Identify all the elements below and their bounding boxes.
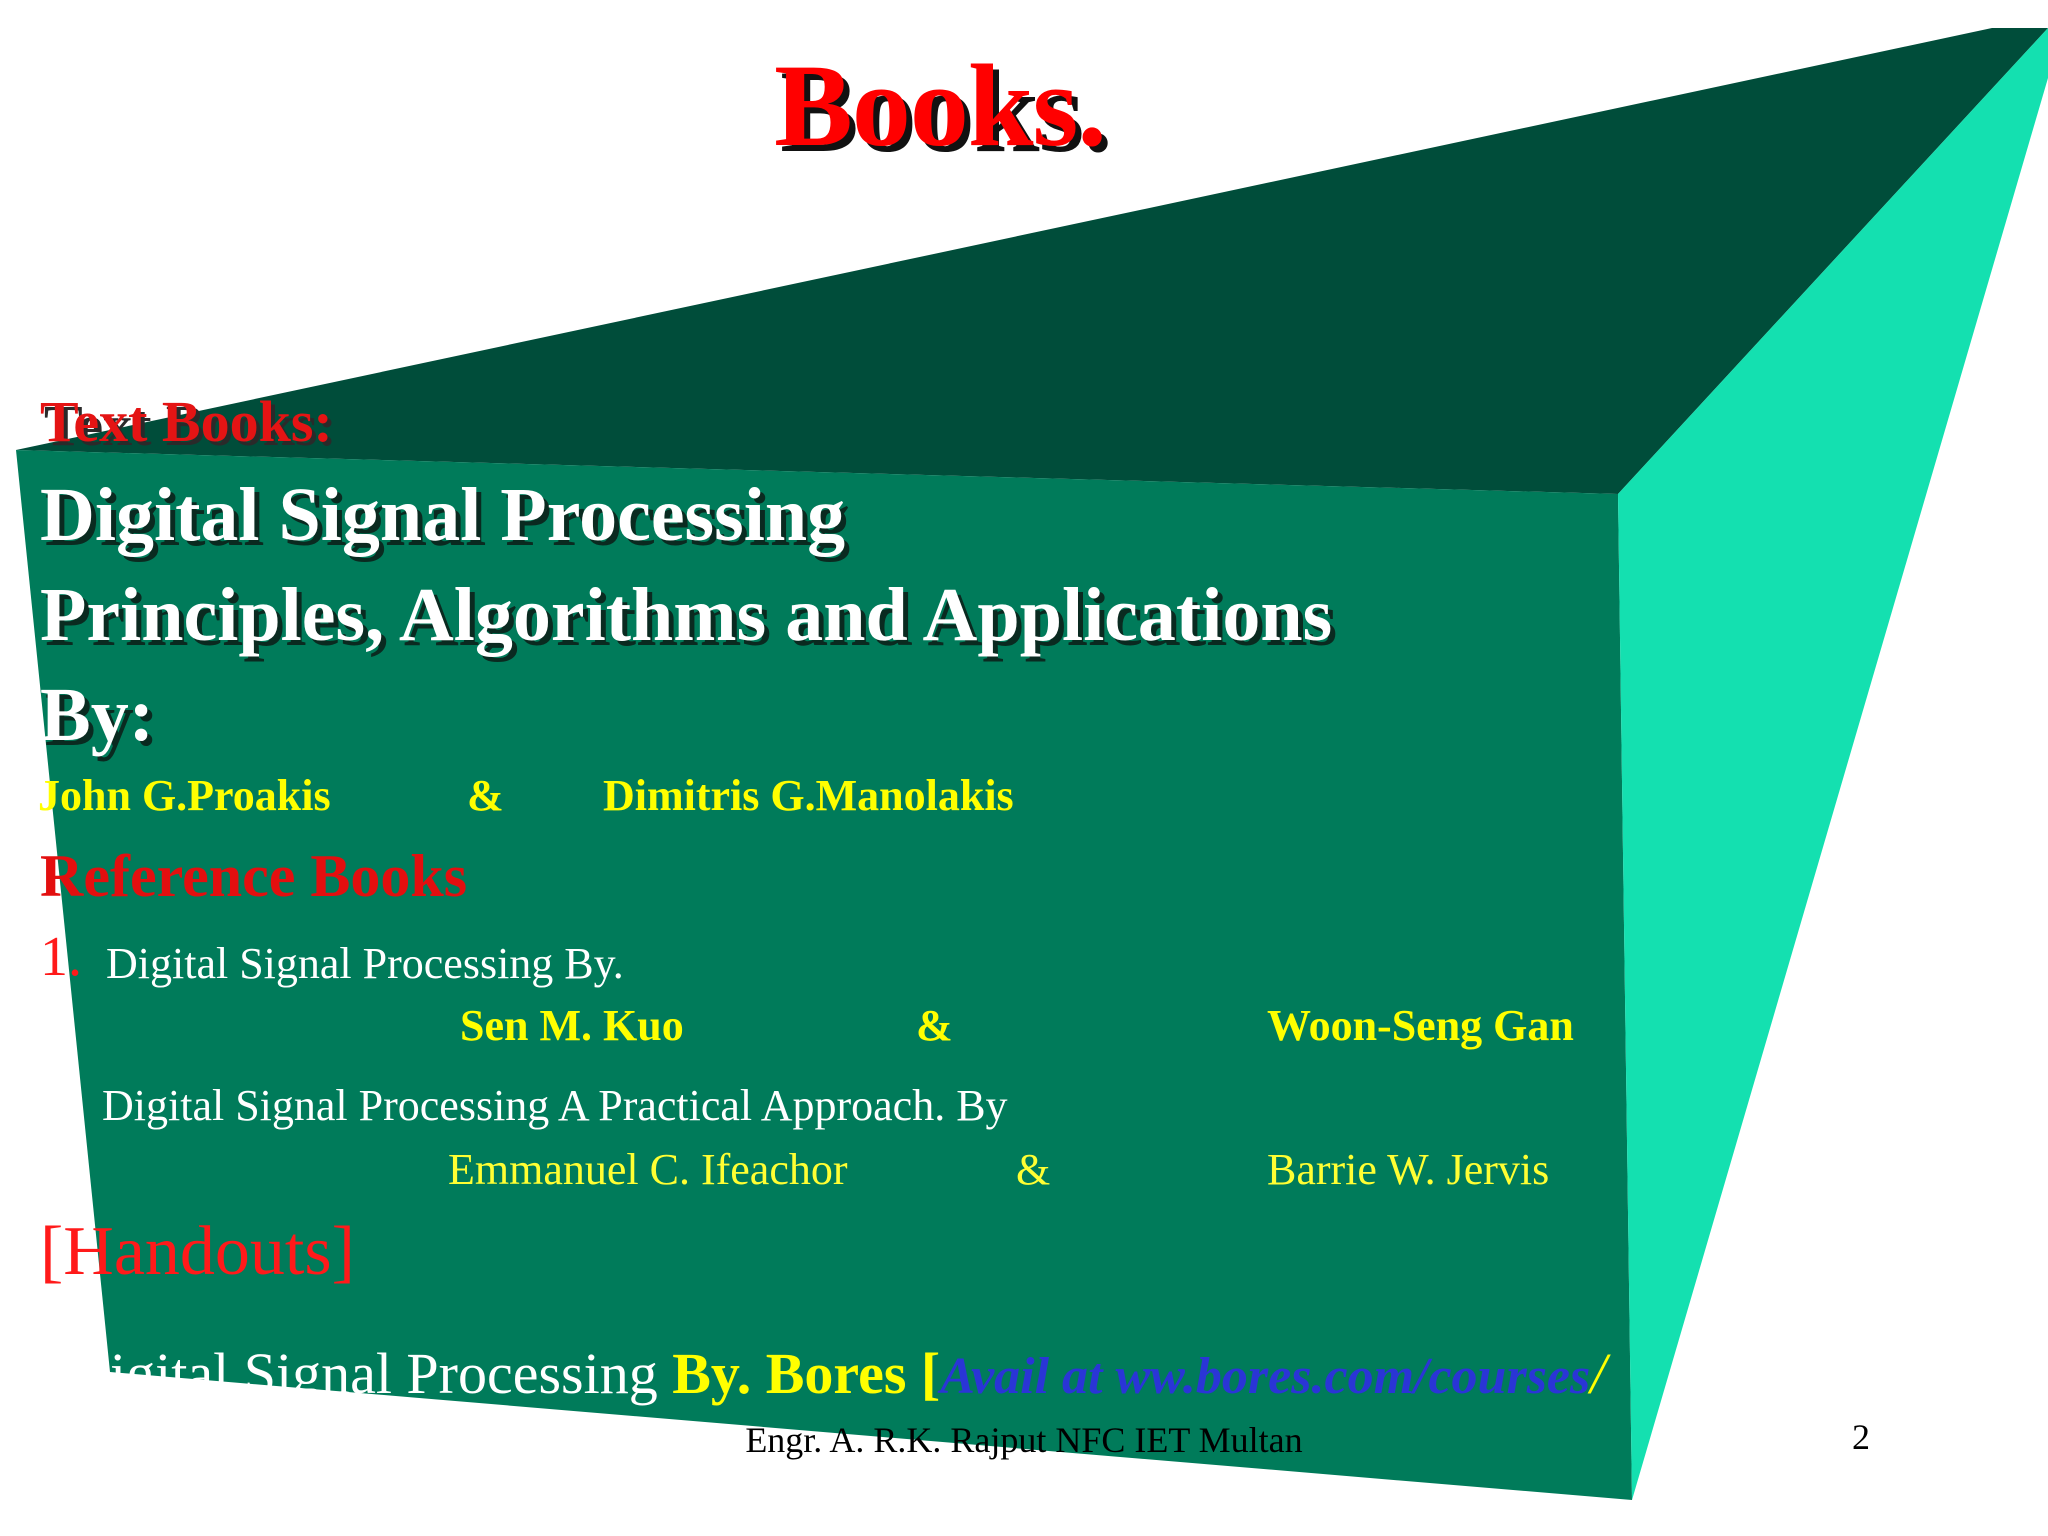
slide-title: Books. bbox=[774, 40, 1107, 171]
handout-slash: / bbox=[1590, 1341, 1607, 1406]
text-book-title-line2: Principles, Algorithms and Applications bbox=[40, 573, 1333, 657]
reference-1-author1: Sen M. Kuo bbox=[460, 1001, 684, 1050]
text-book-author2: Dimitris G.Manolakis bbox=[603, 771, 1014, 820]
box-top-face bbox=[16, 28, 2048, 494]
box-front-face bbox=[16, 450, 1632, 1500]
reference-1-number: 1. bbox=[40, 926, 82, 988]
reference-2-author1: Emmanuel C. Ifeachor bbox=[448, 1145, 848, 1194]
reference-1-ampersand: & bbox=[916, 1001, 953, 1050]
reference-2-author2: Barrie W. Jervis bbox=[1267, 1145, 1550, 1194]
text-book-title-line1: Digital Signal Processing bbox=[40, 473, 846, 557]
reference-2-ampersand: & bbox=[1016, 1145, 1051, 1194]
handout-line: igital Signal Processing By. Bores [Avai… bbox=[110, 1340, 1606, 1407]
page-number: 2 bbox=[1852, 1417, 1870, 1457]
handout-title: igital Signal Processing bbox=[110, 1341, 673, 1406]
reference-1-title: Digital Signal Processing By. bbox=[106, 939, 624, 988]
reference-2-title: Digital Signal Processing A Practical Ap… bbox=[102, 1081, 1008, 1130]
box-side-face bbox=[1618, 28, 2048, 1500]
reference-books-heading: Reference Books bbox=[40, 843, 468, 909]
handouts-heading: [Handouts] bbox=[40, 1213, 355, 1290]
text-book-ampersand: & bbox=[467, 771, 504, 820]
text-book-by-label: By: bbox=[40, 673, 154, 757]
text-book-author1: John G.Proakis bbox=[38, 771, 331, 820]
handout-author: By. Bores [ bbox=[672, 1341, 941, 1406]
text-books-heading: Text Books: bbox=[40, 389, 333, 454]
reference-1-author2: Woon-Seng Gan bbox=[1267, 1001, 1574, 1050]
handout-availability-link[interactable]: Avail at ww.bores.com/courses bbox=[940, 1348, 1591, 1405]
footer-credit: Engr. A. R.K. Rajput NFC IET Multan bbox=[745, 1420, 1303, 1460]
